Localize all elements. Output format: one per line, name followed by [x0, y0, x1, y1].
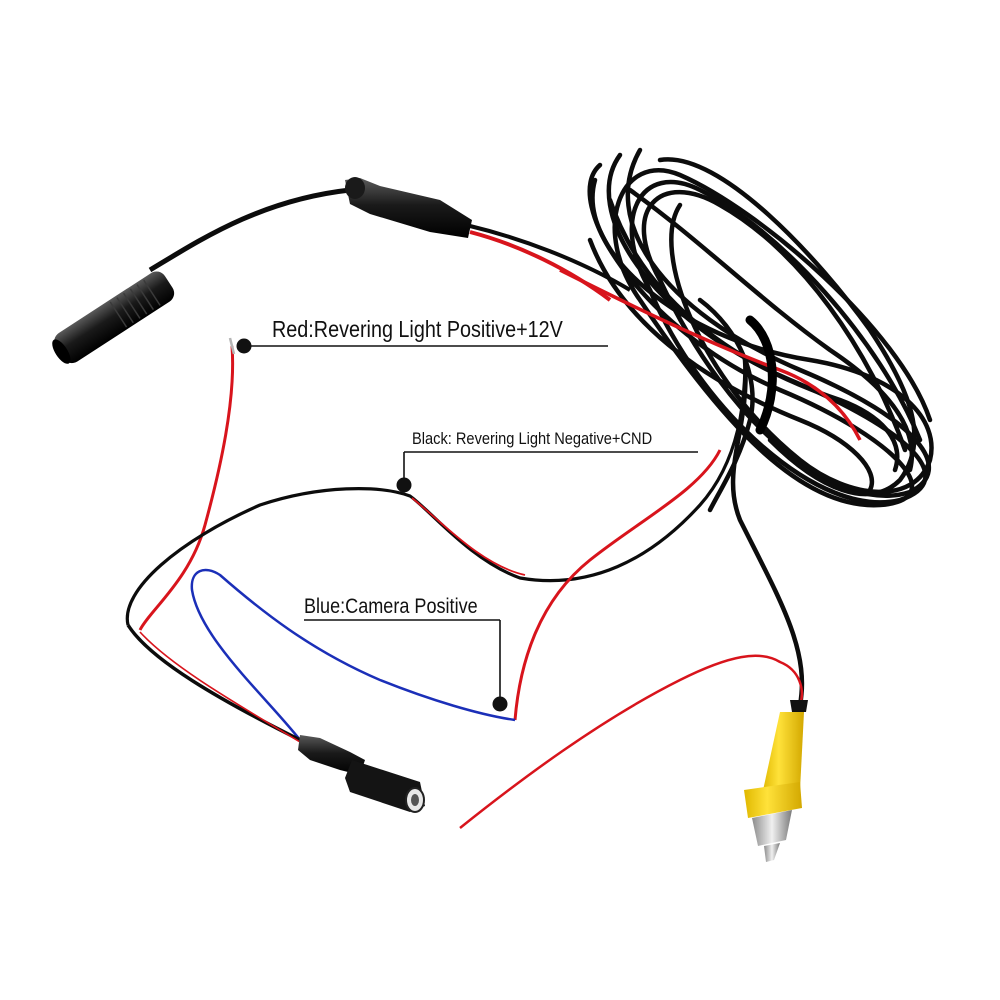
- female-connector: [52, 271, 175, 364]
- coil-red-wire: [559, 268, 862, 441]
- red-wire-loose-end: [459, 654, 804, 829]
- cable-tie: [745, 315, 777, 435]
- camera-power-connector: [298, 735, 425, 813]
- splitter-black-out: [469, 224, 632, 292]
- rca-video-cable: [730, 359, 805, 706]
- rca-connector: [744, 700, 808, 862]
- red-wire-label: Red:Revering Light Positive+12V: [272, 316, 563, 342]
- callout-blue: [304, 619, 508, 712]
- red-wire: [138, 345, 235, 631]
- black-wire-red-pair: [411, 497, 526, 576]
- splitter-red-out: [469, 230, 612, 302]
- black-wire-label: Black: Revering Light Negative+CND: [412, 429, 653, 448]
- blue-wire-label: Blue:Camera Positive: [304, 595, 478, 618]
- callout-black: [396, 451, 698, 493]
- callout-red: [236, 338, 608, 354]
- black-wire: [125, 359, 747, 626]
- red-wire-stripped-end: [228, 337, 236, 355]
- camera-extension-cable: [148, 187, 351, 273]
- coiled-cable-bundle: [587, 147, 934, 513]
- camera-lead-pair: [126, 624, 301, 742]
- splitter-sleeve: [345, 177, 472, 238]
- blue-wire: [190, 568, 516, 746]
- red-wire-camera-branch: [513, 449, 722, 721]
- camera-lead-red: [139, 631, 301, 743]
